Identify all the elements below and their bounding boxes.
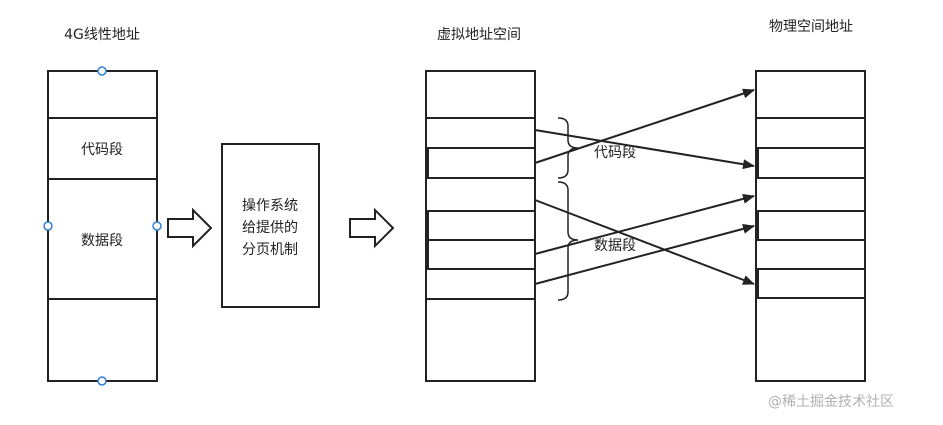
virtual-address-title: 虚拟地址空间 [437,27,521,43]
selection-handle-left[interactable] [43,221,53,231]
virtual-data-segment-label: 数据段 [594,238,636,254]
data-segment-brace [557,181,579,301]
physical-page-1 [757,147,866,179]
mapping-arrow-1 [534,129,755,170]
mapping-arrow-5 [534,223,755,285]
paging-box-line-3: 分页机制 [242,242,298,258]
watermark: @稀土掘金技术社区 [768,394,894,410]
block-arrow-to-virtual [349,207,395,249]
code-segment-brace [557,117,579,179]
virtual-data-page-2 [427,239,536,270]
linear-code-segment-label: 代码段 [81,142,123,158]
paging-mechanism-box [221,143,320,308]
physical-page-3 [757,268,866,299]
selection-handles [43,66,162,386]
linear-address-column [47,70,158,382]
virtual-code-page [427,147,536,179]
selection-handle-top[interactable] [97,66,107,76]
paging-box-line-2: 给提供的 [242,220,298,236]
physical-page-2 [757,210,866,241]
selection-handle-right[interactable] [152,221,162,231]
mapping-arrow-4 [534,193,755,255]
selection-handle-bottom[interactable] [97,376,107,386]
mapping-arrow-3 [534,199,755,285]
virtual-data-page-1 [427,210,536,241]
mapping-arrow-2 [534,88,755,164]
paging-box-line-1: 操作系统 [242,198,298,214]
linear-address-title: 4G线性地址 [64,27,140,43]
physical-address-title: 物理空间地址 [769,19,853,35]
virtual-address-column [425,70,536,382]
block-arrow-to-paging [167,207,213,249]
virtual-code-segment-label: 代码段 [594,145,636,161]
physical-address-column [755,70,866,382]
page-mapping-arrows [534,88,755,285]
linear-data-segment-label: 数据段 [81,233,123,249]
